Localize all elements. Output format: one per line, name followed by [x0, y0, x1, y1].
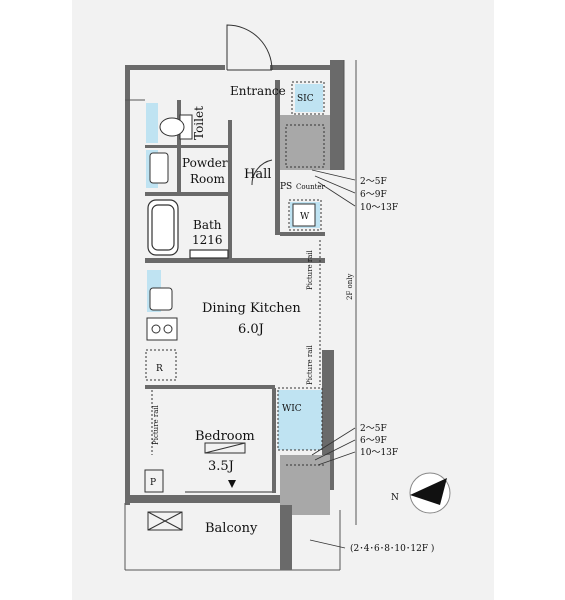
powder-sink — [149, 152, 169, 184]
toilet-label: Toilet — [192, 106, 206, 140]
balcony-walls — [280, 505, 292, 570]
counter-label: Counter — [296, 183, 326, 191]
bath-size-label: 1216 — [192, 233, 223, 247]
outer-lines — [124, 60, 357, 571]
w-label: W — [300, 212, 310, 222]
picture-rail-label-2: Picture rail — [306, 344, 314, 385]
pipe-space-label: P — [150, 478, 156, 488]
wic-label: WIC — [282, 404, 302, 414]
floor-note-upper-3: 10～13F — [360, 203, 398, 213]
compass-north-label: N — [391, 493, 399, 503]
balcony-label: Balcony — [205, 521, 258, 536]
interior-walls — [145, 80, 325, 493]
picture-rail-label-1: Picture rail — [306, 249, 314, 290]
dining-kitchen-label: Dining Kitchen — [202, 301, 301, 316]
bedroom-label: Bedroom — [195, 429, 255, 444]
ps-label: PS — [280, 182, 292, 192]
bathtub — [147, 199, 229, 259]
hall-label: Hall — [244, 167, 271, 182]
powder-room-label-2: Room — [190, 172, 225, 186]
toilet-fixture — [159, 114, 193, 140]
dashed-outlines — [145, 81, 325, 466]
hall-door-swing — [251, 159, 273, 186]
bath-label: Bath — [193, 218, 222, 232]
washer-fixture — [292, 203, 316, 227]
leader-lines — [309, 169, 356, 549]
floor-note-lower-1: 2～5F — [360, 424, 387, 434]
shaded-areas — [280, 115, 330, 515]
entrance-door — [226, 24, 273, 71]
sic-label: SIC — [297, 94, 314, 104]
powder-room-label-1: Powder — [182, 156, 228, 170]
dining-kitchen-size-label: 6.0J — [238, 322, 264, 337]
picture-rail-label-3: Picture rail — [152, 404, 160, 445]
bedroom-mark — [204, 442, 246, 454]
compass-rose — [409, 472, 451, 514]
window-marker — [228, 480, 236, 488]
refrigerator-label: R — [156, 364, 163, 374]
floor-note-upper-1: 2～5F — [360, 177, 387, 187]
floor-note-upper-2: 6～9F — [360, 190, 387, 200]
balcony-structure — [144, 469, 272, 531]
balcony-floor-note: (2･4･6･8･10･12F ) — [350, 543, 434, 554]
outer-walls — [125, 60, 344, 505]
entrance-label: Entrance — [230, 84, 286, 98]
two-f-only-label: 2F only — [346, 274, 354, 300]
bedroom-size-label: 3.5J — [208, 459, 234, 474]
floor-note-lower-2: 6～9F — [360, 436, 387, 446]
floor-note-lower-3: 10～13F — [360, 448, 398, 458]
kitchen-fixtures — [146, 287, 178, 341]
